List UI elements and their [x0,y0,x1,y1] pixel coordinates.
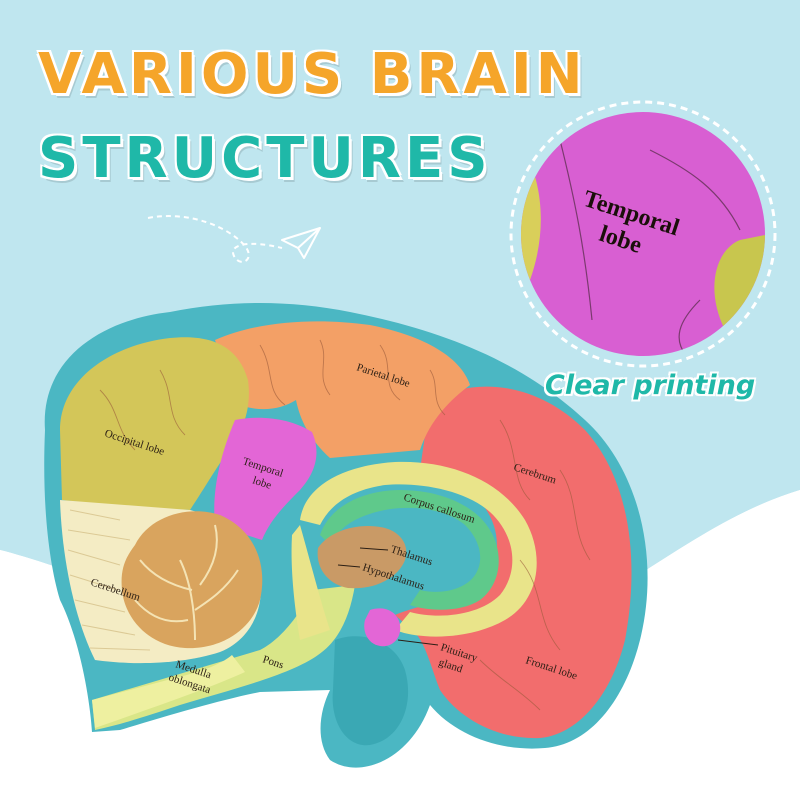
region-pituitary [364,608,401,647]
region-cerebellum [121,511,263,649]
background-white-wave [0,490,800,800]
region-fornix [320,490,499,610]
paper-plane-icon [281,227,321,259]
brain-model: Parietal lobe Occipital lobe Temporal lo… [44,303,648,768]
region-temporal [214,417,317,540]
cerebellum-veins [134,524,239,641]
region-thalamus [317,526,407,589]
pituitary-pointer [397,639,439,646]
hypothalamus-pointer [337,564,361,568]
region-medulla [92,655,245,728]
zoom-caption: Clear printing [545,370,756,401]
label-temporal-2: lobe [251,474,273,491]
headline-line-2: STRUCTURES [38,126,492,191]
region-diencephalon [291,525,330,640]
thalamus-pointer [359,547,389,551]
dashed-flight-path [147,215,283,263]
region-parietal [215,321,470,458]
gyri-lines [99,339,591,711]
pons-underside [332,636,409,746]
headline-line-1: VARIOUS BRAIN [38,42,587,107]
region-occipital [60,337,249,510]
cerebellum-stripes [67,509,151,651]
